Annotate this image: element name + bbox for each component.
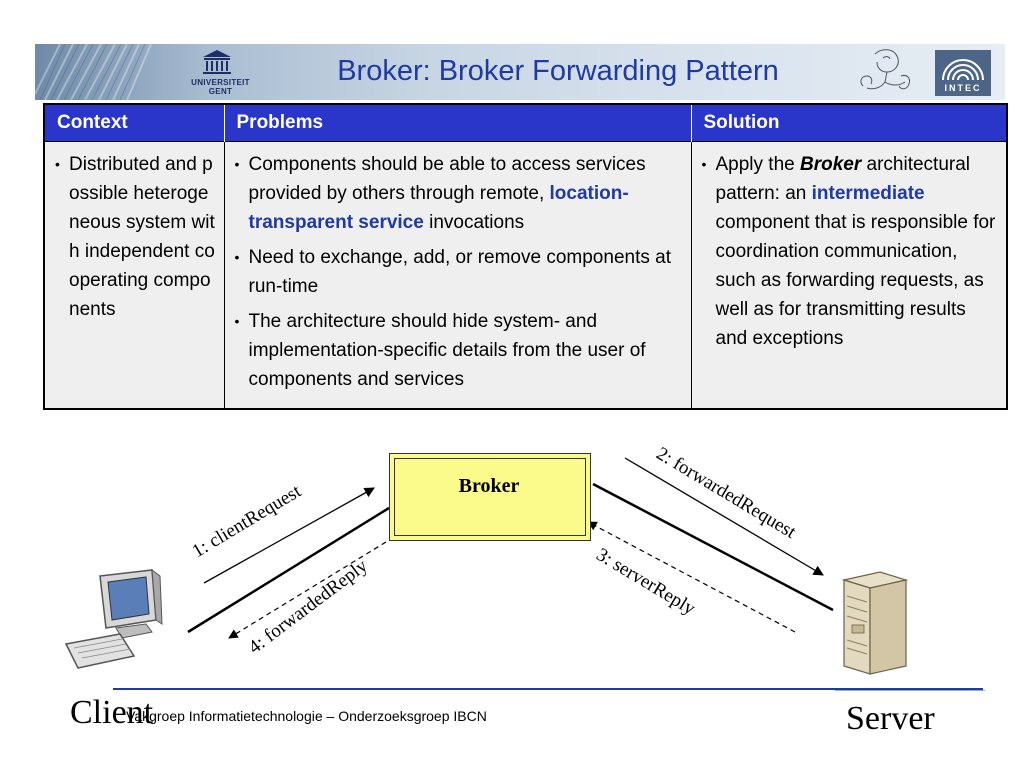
arrow-forwarded-request [624,457,824,576]
intec-logo: INTEC [935,50,991,96]
sketch-figure-icon [860,49,910,90]
broker-server-link [592,482,834,612]
problems-cell: Components should be able to access serv… [223,141,691,409]
server-label: Server [846,700,935,737]
message-client-request: 1: clientRequest [188,480,305,563]
solution-text-3: component that is responsible for coordi… [715,212,996,349]
server-icon [841,571,909,675]
context-item: Distributed and possible heterogeneous s… [51,150,218,324]
solution-cell: Apply the Broker architectural pattern: … [690,141,1007,409]
table-header-row: Context Problems Solution [44,104,1007,142]
solution-text-2: architectural pattern: an [715,154,971,204]
problem-item-1: Components should be able to access serv… [231,150,685,237]
arrow-forwarded-reply [228,541,387,639]
solution-item: Apply the Broker architectural pattern: … [698,150,1001,353]
problem-1-highlight: location-transparent service [248,183,629,233]
context-list: Distributed and possible heterogeneous s… [51,150,218,324]
ugent-logo: UNIVERSITEIT GENT [173,49,268,97]
solution-intermediate-term: intermediate [811,183,925,204]
pattern-table: Context Problems Solution Distributed an… [43,103,1008,410]
solution-list: Apply the Broker architectural pattern: … [698,150,1001,353]
message-forwarded-reply: 4: forwardedReply [244,555,372,659]
problem-item-3: The architecture should hide system- and… [231,307,685,394]
header-context: Context [44,104,224,142]
problem-1-tail: invocations [423,212,525,233]
client-computer-icon [64,568,163,669]
intec-logo-text: INTEC [944,83,982,93]
ugent-logo-line1: UNIVERSITEIT [191,78,250,87]
problem-item-2: Need to exchange, add, or remove compone… [231,243,685,301]
university-building-icon [203,50,231,74]
header-problems: Problems [223,104,691,142]
footer-divider-light [835,690,985,691]
message-server-reply: 3: serverReply [592,544,699,620]
intec-arc-icon [935,50,991,96]
client-label: Client [70,694,154,731]
header-texture [35,44,152,100]
header-banner: UNIVERSITEIT GENT [35,44,1005,100]
problems-list: Components should be able to access serv… [231,150,685,394]
message-forwarded-request: 2: forwardedRequest [652,443,800,543]
ugent-logo-line2: GENT [208,87,233,96]
footer-text: Vakgroep Informatietechnologie – Onderzo… [126,708,487,724]
solution-text-1: Apply the [715,154,800,175]
header-solution: Solution [690,104,1007,142]
broker-label: Broker [458,475,520,497]
footer-divider [113,688,983,690]
solution-broker-term: Broker [800,154,862,175]
table-body-row: Distributed and possible heterogeneous s… [44,141,1007,409]
problem-1-text: Components should be able to access serv… [248,154,646,204]
broker-component-box [389,453,591,541]
context-cell: Distributed and possible heterogeneous s… [44,141,224,409]
slide-title: Broker: Broker Forwarding Pattern [337,55,779,87]
